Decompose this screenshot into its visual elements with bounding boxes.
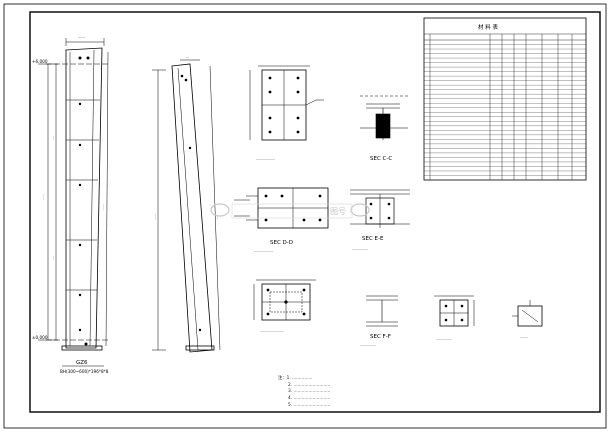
general-notes: 注：1. ............... 2. ................…	[278, 376, 608, 410]
svg-text:....: ....	[51, 136, 55, 140]
detail-3-drawing	[512, 300, 543, 327]
section-d-d-drawing	[234, 187, 329, 229]
detail-1-caption: ........................	[260, 329, 284, 333]
svg-text:...: ...	[186, 55, 189, 59]
elevation-bottom: ±0.000	[32, 335, 48, 340]
section-title-f-f: SEC F-F	[370, 334, 391, 340]
note-5: 5. ...........................	[288, 402, 331, 408]
column-elevation-side	[152, 59, 221, 353]
detail-3-caption: ........	[520, 335, 528, 339]
column-spec: BH(300~600)*196*8*8	[60, 369, 109, 374]
detail-2-drawing	[434, 295, 475, 327]
section-c-c-bolts	[268, 76, 300, 134]
detail-2-bolts	[444, 304, 464, 322]
section-f-f-drawing	[366, 295, 398, 327]
outer-border	[3, 3, 607, 429]
section-caption-c-c: ...................	[256, 157, 275, 161]
svg-text:......: ......	[41, 194, 45, 200]
column-dimension-labels: ...... .... .... ....... ......	[41, 35, 105, 260]
detail-1-bolts	[266, 288, 306, 316]
section-e-e-bolts	[369, 202, 391, 220]
watermark-text: 图号	[330, 207, 346, 216]
note-4: 4. ...........................	[288, 396, 331, 402]
detail-1-drawing	[253, 279, 316, 321]
material-table	[423, 17, 587, 181]
section-title-d-d: SEC D-D	[270, 240, 293, 246]
inner-border	[29, 11, 601, 413]
column-mark: GZ6	[76, 360, 88, 366]
svg-text:......: ......	[153, 214, 157, 220]
svg-text:.......: .......	[78, 35, 85, 39]
column-side-marks	[180, 74, 202, 332]
column-bolt-marks	[78, 56, 90, 346]
svg-text:......: ......	[101, 204, 105, 210]
note-3: 3. ...........................	[288, 389, 331, 395]
material-table-rows	[424, 44, 586, 176]
material-table-title: 材 料 表	[478, 23, 498, 31]
svg-text:....: ....	[51, 256, 55, 260]
note-1: 1. ...............	[286, 376, 313, 381]
section-title-c-c: SEC C-C	[370, 156, 392, 162]
section-title-e-e: SEC E-E	[362, 236, 384, 242]
section-e-e-drawing	[350, 189, 410, 228]
section-c-c-profile	[360, 95, 408, 140]
watermark: 图号	[210, 203, 370, 219]
notes-heading: 注：	[278, 376, 287, 381]
section-caption-e-e: ................	[352, 247, 368, 251]
section-caption-d-d: ...................	[254, 249, 273, 253]
column-side-dims: ...... ..... ...	[153, 55, 219, 220]
detail-2-caption: ................	[436, 337, 452, 341]
elevation-top: +6.000	[32, 59, 48, 64]
section-c-c-drawing	[249, 65, 324, 141]
column-elevation-front	[38, 38, 110, 351]
section-caption-f-f: ................	[360, 343, 376, 347]
note-2: 2. ...........................	[288, 382, 331, 388]
section-d-d-bolts	[264, 194, 322, 222]
notes-heading-line: 注：1. ...............	[278, 376, 608, 383]
svg-text:.....: .....	[215, 215, 219, 220]
